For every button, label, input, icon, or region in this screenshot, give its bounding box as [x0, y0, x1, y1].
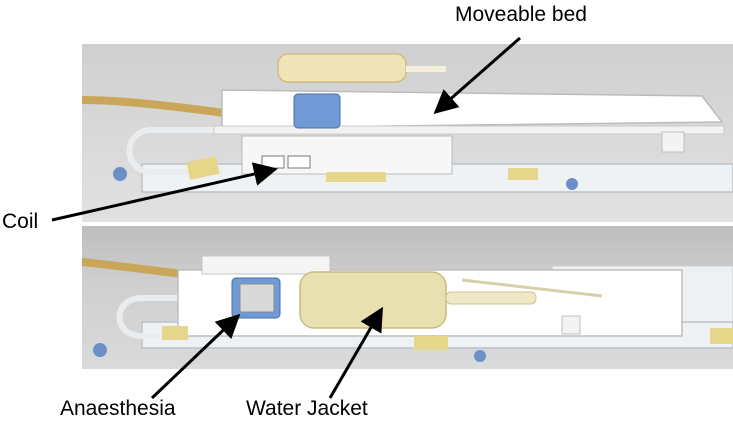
- tape: [326, 172, 386, 182]
- tape: [710, 328, 733, 344]
- moveable-bed-rail: [221, 89, 724, 129]
- arrow-coil: [51, 162, 278, 222]
- label-water-jacket: Water Jacket: [246, 397, 368, 420]
- blue-clip: [93, 343, 107, 357]
- arrow-water-jacket: [328, 306, 384, 399]
- label-moveable-bed: Moveable bed: [455, 3, 587, 26]
- tape: [186, 156, 220, 180]
- syringe-plunger: [406, 66, 446, 72]
- thin-tube: [461, 278, 603, 298]
- top-clip: [201, 255, 331, 275]
- blue-clip: [474, 350, 486, 362]
- bed-edge: [213, 125, 725, 135]
- label-coil: Coil: [2, 210, 39, 233]
- tape: [414, 336, 448, 350]
- label-anaesthesia: Anaesthesia: [60, 397, 176, 420]
- clear-tubing: [126, 127, 252, 175]
- tape: [162, 326, 188, 340]
- top-photo: [82, 44, 733, 222]
- end-cap: [661, 131, 685, 153]
- arrow-moveable-bed: [433, 36, 521, 114]
- blue-clip: [113, 167, 127, 181]
- bottom-photo: [82, 226, 733, 369]
- coil-chip: [287, 155, 311, 169]
- coil-housing: [293, 93, 341, 129]
- coil-windings: [239, 283, 275, 313]
- arrow-anaesthesia: [150, 313, 241, 400]
- end-cap: [561, 315, 581, 335]
- bottom-photo-drawing: [82, 255, 733, 362]
- jacket-inlet: [445, 291, 537, 305]
- blue-clip: [566, 178, 578, 190]
- tape: [508, 168, 538, 180]
- clear-tubing: [116, 295, 232, 339]
- top-photo-drawing: [82, 53, 733, 193]
